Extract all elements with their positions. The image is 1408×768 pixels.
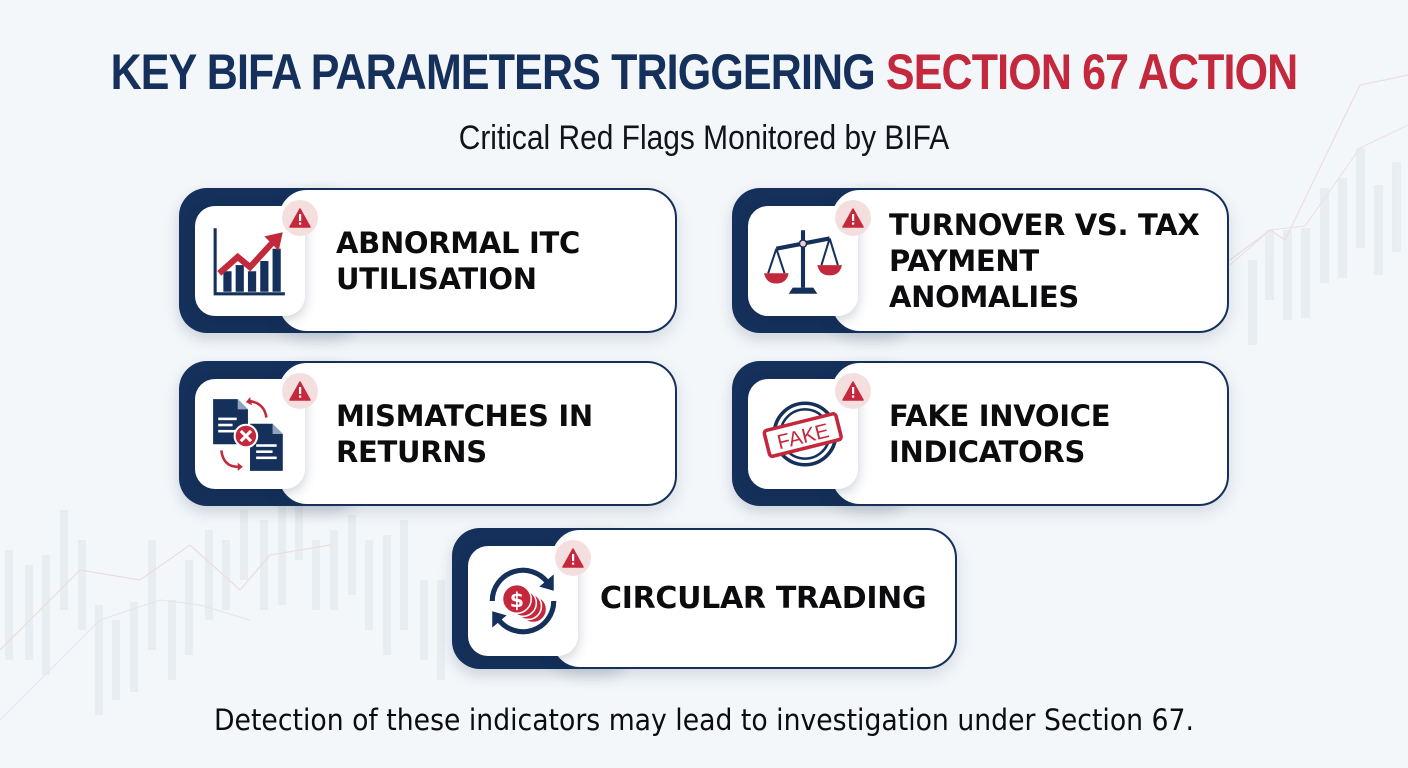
balance-scale-icon	[764, 230, 842, 294]
alert-triangle-icon	[289, 381, 311, 401]
card-fake-invoice-indicators: FAKE FAKE INVOICE INDICATORS	[732, 361, 1229, 506]
card-abnormal-itc-utilisation: ABNORMAL ITC UTILISATION	[179, 188, 677, 333]
rising-chart-icon	[213, 228, 285, 296]
card-label: TURNOVER VS. TAX PAYMENT ANOMALIES	[889, 207, 1200, 314]
card-label: FAKE INVOICE INDICATORS	[889, 398, 1111, 469]
alert-badge	[282, 200, 318, 236]
card-body	[550, 528, 957, 669]
circular-money-icon: $	[489, 567, 557, 635]
card-label: MISMATCHES IN RETURNS	[336, 398, 593, 469]
card-body	[277, 188, 677, 333]
page-subtitle: Critical Red Flags Monitored by BIFA	[458, 119, 950, 157]
alert-badge	[555, 540, 591, 576]
document-mismatch-icon	[213, 397, 283, 471]
fake-stamp-icon: FAKE	[762, 401, 843, 467]
alert-badge	[835, 200, 871, 236]
card-label: CIRCULAR TRADING	[600, 580, 927, 616]
card-turnover-vs-tax-payment-anomalies: TURNOVER VS. TAX PAYMENT ANOMALIES	[732, 188, 1229, 333]
card-body	[277, 361, 677, 506]
alert-triangle-icon	[289, 208, 311, 228]
title-primary: KEY BIFA PARAMETERS TRIGGERING	[110, 44, 876, 100]
card-circular-trading: $ CIRCULAR TRADING	[452, 528, 957, 669]
card-body	[830, 361, 1229, 506]
alert-triangle-icon	[842, 381, 864, 401]
card-label: ABNORMAL ITC UTILISATION	[336, 225, 580, 296]
page-title: KEY BIFA PARAMETERS TRIGGERING SECTION 6…	[99, 40, 1310, 104]
card-mismatches-in-returns: MISMATCHES IN RETURNS	[179, 361, 677, 506]
card-icon-box: $	[468, 546, 578, 656]
alert-badge	[282, 373, 318, 409]
alert-triangle-icon	[842, 208, 864, 228]
dollar-symbol: $	[510, 588, 524, 612]
alert-triangle-icon	[562, 548, 584, 568]
title-highlight: SECTION 67 ACTION	[885, 44, 1298, 100]
alert-badge	[835, 373, 871, 409]
footer-note: Detection of these indicators may lead t…	[213, 703, 1194, 737]
